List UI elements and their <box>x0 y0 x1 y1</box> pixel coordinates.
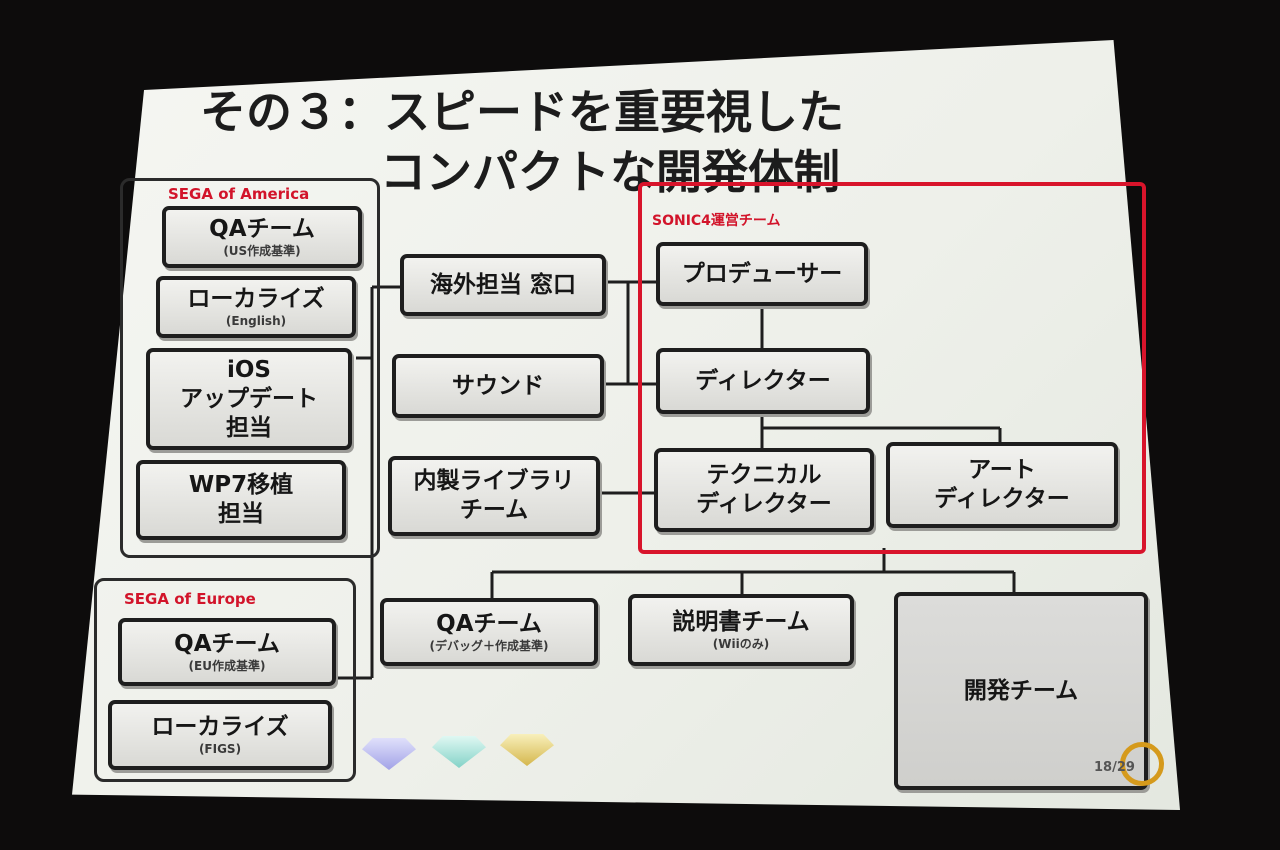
sound-box: サウンド <box>392 354 604 418</box>
title-line-1: その３：スピードを重要視した <box>200 85 844 139</box>
art-director-box: アート ディレクター <box>886 442 1118 528</box>
sega-europe-group <box>94 578 356 782</box>
director-box: ディレクター <box>656 348 870 414</box>
box-subtitle: (デバッグ＋作成基準) <box>429 639 549 653</box>
america-localize-box: ローカライズ (English) <box>156 276 356 338</box>
box-title: QAチーム <box>174 631 280 657</box>
box-title: 開発チーム <box>963 677 1079 704</box>
box-subtitle: (FIGS) <box>198 742 242 756</box>
box-title: プロデューサー <box>681 260 843 287</box>
box-title: ローカライズ <box>151 714 289 740</box>
europe-localize-box: ローカライズ (FIGS) <box>108 700 332 770</box>
box-title: WP7移植 担当 <box>188 472 294 527</box>
box-subtitle: (English) <box>225 314 287 328</box>
sega-america-label: SEGA of America <box>168 185 310 203</box>
box-title: テクニカル ディレクター <box>696 462 832 517</box>
box-title: QAチーム <box>209 216 315 242</box>
box-title: ディレクター <box>695 367 831 394</box>
manual-team-box: 説明書チーム (Wiiのみ) <box>628 594 854 666</box>
slide-title: その３：スピードを重要視した コンパクトな開発体制 <box>200 82 960 202</box>
sega-america-group <box>120 178 380 558</box>
sonic4-team-group <box>638 182 1146 554</box>
box-title: 説明書チーム <box>672 609 810 635</box>
box-title: 内製ライブラリ チーム <box>413 468 575 523</box>
box-subtitle: (Wiiのみ) <box>712 637 770 651</box>
box-subtitle: (US作成基準) <box>223 244 301 258</box>
box-subtitle: (EU作成基準) <box>188 659 266 673</box>
sonic-ring-logo-icon <box>1120 742 1164 786</box>
america-ios-update-box: iOS アップデート 担当 <box>146 348 352 450</box>
sega-europe-label: SEGA of Europe <box>124 590 256 608</box>
europe-qa-team-box: QAチーム (EU作成基準) <box>118 618 336 686</box>
qa-debug-team-box: QAチーム (デバッグ＋作成基準) <box>380 598 598 666</box>
box-title: 海外担当 窓口 <box>429 271 576 298</box>
box-title: ローカライズ <box>187 286 325 312</box>
sonic4-team-label: SONIC4運営チーム <box>652 213 781 229</box>
box-title: iOS アップデート 担当 <box>180 356 318 441</box>
technical-director-box: テクニカル ディレクター <box>654 448 874 532</box>
box-title: アート ディレクター <box>934 457 1070 512</box>
america-wp7-port-box: WP7移植 担当 <box>136 460 346 540</box>
producer-box: プロデューサー <box>656 242 868 306</box>
internal-library-team-box: 内製ライブラリ チーム <box>388 456 600 536</box>
america-qa-team-box: QAチーム (US作成基準) <box>162 206 362 268</box>
title-line-2: コンパクトな開発体制 <box>380 145 840 199</box>
box-title: QAチーム <box>436 611 542 637</box>
overseas-contact-box: 海外担当 窓口 <box>400 254 606 316</box>
page-number: 18/29 <box>1094 760 1135 775</box>
box-title: サウンド <box>452 372 544 399</box>
development-team-box: 開発チーム <box>894 592 1148 790</box>
